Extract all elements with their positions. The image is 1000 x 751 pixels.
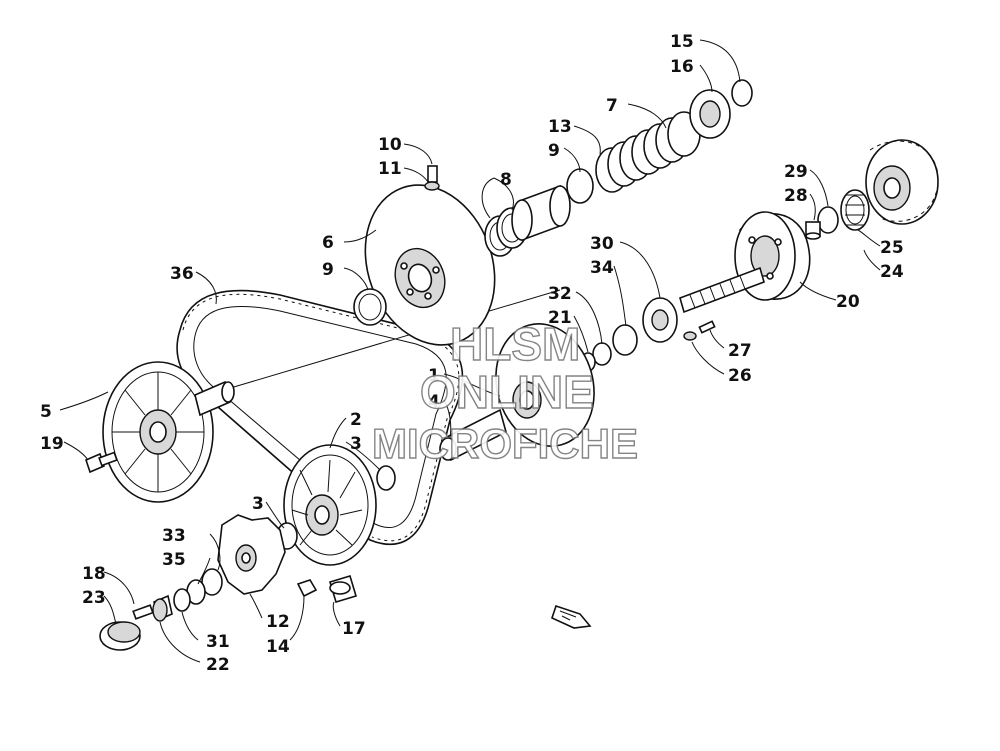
front-direction-arrow [551, 604, 592, 629]
callout-30: 30 [590, 234, 614, 254]
movable-sheave [495, 323, 595, 447]
bearing-30 [642, 297, 678, 343]
one-way-clutch-24 [865, 139, 939, 225]
callout-1: 1 [428, 366, 440, 386]
callout-6: 6 [322, 233, 334, 253]
callout-2: 2 [350, 410, 362, 430]
callout-20: 20 [836, 292, 860, 312]
callout-3-upper: 3 [350, 434, 362, 454]
callout-8: 8 [500, 170, 512, 190]
watermark-line-1: HLSM [450, 318, 580, 370]
callout-33: 33 [162, 526, 186, 546]
callout-26: 26 [728, 366, 752, 386]
output-shaft [679, 266, 765, 314]
watermark-line-2: ONLINE [420, 366, 594, 418]
callout-16: 16 [670, 57, 694, 77]
callout-10: 10 [378, 135, 402, 155]
callout-11: 11 [378, 159, 402, 179]
fixed-sheave [364, 184, 496, 346]
drive-sheave-5 [102, 361, 235, 503]
bushing-13 [511, 184, 571, 242]
ring-9-upper [566, 168, 594, 204]
bolt-10 [424, 165, 440, 191]
cap-18 [99, 621, 141, 651]
callout-28: 28 [784, 186, 808, 206]
callout-21: 21 [548, 308, 572, 328]
nut-22 [152, 594, 173, 622]
callout-7: 7 [606, 96, 618, 116]
callout-25: 25 [880, 238, 904, 258]
bushing-17 [329, 575, 357, 603]
needle-bearing-25 [840, 189, 870, 231]
callout-22: 22 [206, 655, 230, 675]
callout-34: 34 [590, 258, 614, 278]
callout-14: 14 [266, 637, 290, 657]
ring-31 [173, 588, 191, 612]
callout-13: 13 [548, 117, 572, 137]
spring-7 [595, 111, 701, 193]
callout-27: 27 [728, 341, 752, 361]
callout-17: 17 [342, 619, 366, 639]
clip-14 [296, 579, 318, 598]
bolt-23 [132, 604, 154, 620]
spider-12 [217, 514, 286, 595]
callout-29: 29 [784, 162, 808, 182]
callout-labels: 15 16 7 13 9 10 11 8 6 9 36 29 28 25 24 … [40, 32, 904, 675]
spring-cap-16 [689, 89, 731, 139]
bushing-28 [805, 221, 821, 240]
screw-27 [683, 320, 716, 341]
ring-3-upper [376, 465, 396, 491]
callout-36: 36 [170, 264, 194, 284]
callout-32: 32 [548, 284, 572, 304]
callout-35: 35 [162, 550, 186, 570]
callout-4: 4 [428, 392, 440, 412]
callout-5: 5 [40, 402, 52, 422]
callout-9-upper: 9 [548, 141, 560, 161]
callout-19: 19 [40, 434, 64, 454]
callout-24: 24 [880, 262, 904, 282]
leader-lines [59, 39, 881, 663]
callout-15: 15 [670, 32, 694, 52]
washer-29 [817, 206, 839, 234]
callout-3-lower: 3 [252, 494, 264, 514]
callout-23: 23 [82, 588, 106, 608]
drive-centerline [189, 289, 561, 401]
callout-31: 31 [206, 632, 230, 652]
callout-9-lower: 9 [322, 260, 334, 280]
primary-clutch-2 [283, 444, 377, 566]
ring-34 [612, 324, 638, 356]
callout-18: 18 [82, 564, 106, 584]
callout-12: 12 [266, 612, 290, 632]
watermark: HLSM ONLINE MICROFICHE [371, 317, 638, 467]
retaining-ring-15 [731, 79, 753, 107]
watermark-line-3: MICROFICHE [372, 420, 638, 467]
sleeve-4 [439, 408, 507, 462]
bolt-19 [85, 451, 118, 474]
